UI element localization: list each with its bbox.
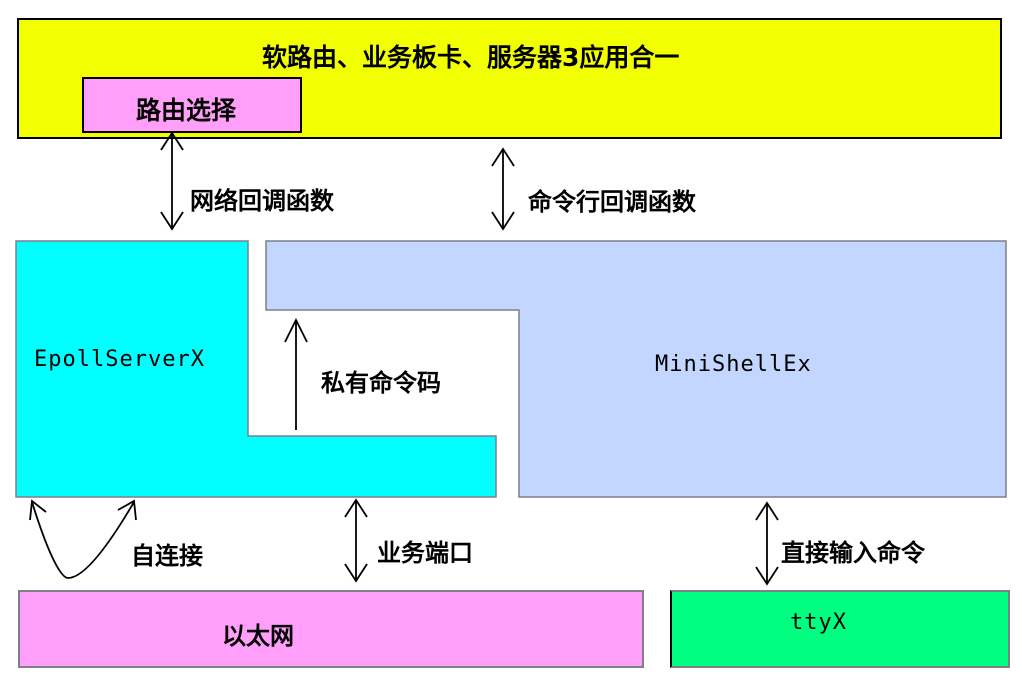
self-connect-label: 自连接 — [131, 542, 203, 570]
minishell-shape — [265, 240, 1007, 498]
minishell-label: MiniShellEx — [655, 352, 812, 377]
tty-label: ttyX — [790, 610, 847, 635]
network-callback-arrowhead-up — [160, 131, 184, 151]
self-connect-arrow — [31, 501, 135, 579]
route-select-box — [82, 77, 302, 133]
top-container-title: 软路由、业务板卡、服务器3应用合一 — [262, 43, 680, 72]
private-cmd-label: 私有命令码 — [321, 369, 441, 397]
cmdline-callback-arrowhead-down — [491, 211, 515, 231]
service-port-label: 业务端口 — [377, 539, 473, 567]
route-select-label: 路由选择 — [136, 96, 237, 125]
ethernet-label: 以太网 — [222, 622, 294, 650]
private-cmd-arrowhead-up — [284, 317, 308, 343]
ethernet-box — [18, 590, 644, 668]
service-port-arrowhead-up — [344, 498, 368, 518]
direct-input-arrowhead-down — [755, 566, 779, 586]
self-connect-arrowhead-left — [29, 499, 47, 521]
network-callback-label: 网络回调函数 — [190, 187, 334, 215]
tty-box — [670, 590, 1010, 668]
service-port-arrowhead-down — [344, 563, 368, 583]
network-callback-arrowhead-down — [160, 211, 184, 231]
epoll-server-shape — [15, 240, 497, 498]
epoll-server-label: EpollServerX — [34, 347, 205, 372]
cmdline-callback-label: 命令行回调函数 — [528, 188, 696, 216]
cmdline-callback-arrowhead-up — [491, 147, 515, 167]
self-connect-arrowhead-right — [117, 499, 137, 521]
direct-input-arrowhead-up — [755, 501, 779, 521]
direct-input-label: 直接输入命令 — [781, 539, 925, 567]
